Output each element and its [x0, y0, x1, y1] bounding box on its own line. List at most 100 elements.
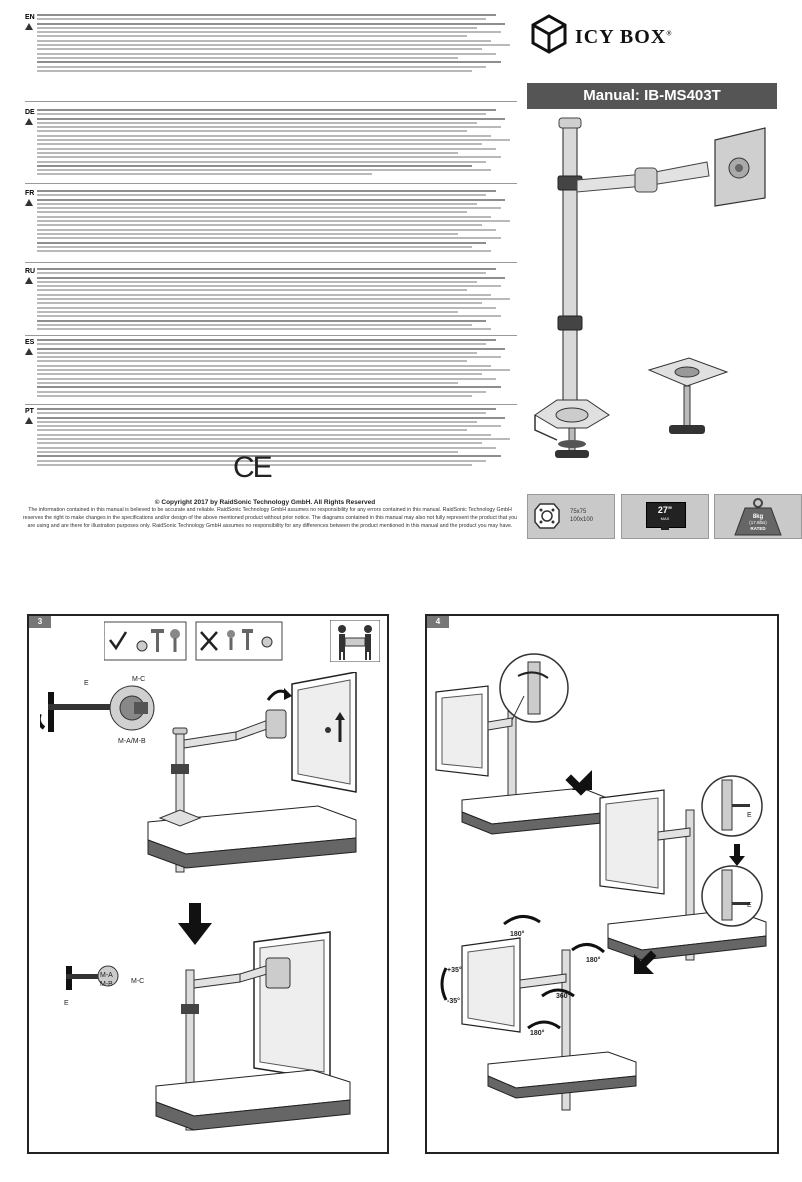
text-line [37, 22, 506, 25]
text-line [37, 18, 487, 21]
text-line [37, 298, 511, 301]
weight-feature-badge: 8kg (17.6lbs) RATED [714, 494, 802, 539]
text-line [37, 381, 458, 384]
two-person-icon [330, 620, 380, 662]
divider [25, 101, 517, 102]
text-line [37, 211, 468, 214]
lang-block-fr: FR [25, 190, 517, 255]
text-line [37, 44, 511, 47]
text-line [37, 31, 501, 34]
text-line [37, 109, 496, 111]
label-ma: M-A [100, 972, 113, 979]
text-line [37, 65, 487, 68]
screen-size-feature-badge: 27" MAX [621, 494, 709, 539]
lang-code: RU [25, 268, 36, 275]
lang-text-lines [37, 339, 515, 399]
text-line [37, 113, 487, 116]
text-line [37, 373, 482, 376]
label-e-top: E [747, 812, 752, 819]
text-line [37, 408, 496, 410]
text-line [37, 14, 496, 16]
lang-code: PT [25, 408, 34, 415]
text-line [37, 446, 496, 449]
text-line [37, 289, 468, 292]
text-line [37, 310, 458, 313]
text-line [37, 438, 511, 441]
text-line [37, 442, 482, 445]
cube-logo-icon [531, 14, 567, 54]
lang-block-pt: PT [25, 408, 517, 466]
text-line [37, 69, 472, 72]
warning-icon [25, 417, 33, 424]
text-line [37, 194, 487, 197]
arrow-down-icon [178, 903, 212, 945]
text-line [37, 139, 511, 142]
lang-code: DE [25, 109, 35, 116]
monitor-icon [646, 502, 686, 528]
text-line [37, 207, 501, 210]
label-180-top: 180° [510, 931, 525, 938]
text-line [37, 173, 372, 176]
text-line [37, 202, 477, 205]
text-line [37, 356, 501, 359]
lang-block-es: ES [25, 339, 517, 401]
text-line [37, 429, 468, 432]
text-line [37, 351, 477, 354]
text-line [37, 328, 492, 331]
label-360: 360° [556, 993, 571, 1000]
text-line [37, 433, 492, 436]
text-line [37, 280, 477, 283]
text-line [37, 412, 487, 415]
monitor-arm-product-image [534, 117, 766, 458]
text-line [37, 143, 482, 146]
step-number: 4 [427, 616, 449, 628]
text-line [37, 394, 472, 397]
text-line [37, 306, 496, 309]
text-line [37, 126, 501, 129]
text-line [37, 386, 501, 389]
text-line [37, 215, 492, 218]
text-line [37, 164, 472, 167]
lang-code: FR [25, 190, 35, 197]
text-line [37, 48, 482, 51]
text-line [37, 151, 458, 154]
divider [25, 183, 517, 184]
text-line [37, 250, 492, 253]
text-line [37, 39, 492, 42]
text-line [37, 455, 501, 458]
step-number: 3 [29, 616, 51, 628]
text-line [37, 272, 487, 275]
text-line [37, 198, 506, 201]
text-line [37, 245, 472, 248]
text-line [37, 276, 506, 279]
divider [25, 335, 517, 336]
label-e-lower: E [64, 1000, 69, 1007]
text-line [37, 26, 477, 29]
weight-icon [734, 498, 782, 536]
text-line [37, 360, 468, 363]
divider [25, 262, 517, 263]
text-line [37, 377, 496, 380]
label-180-right: 180° [586, 957, 601, 964]
lang-text-lines [37, 109, 515, 178]
warning-icon [25, 199, 33, 206]
warning-icon [25, 118, 33, 125]
warning-icon [25, 348, 33, 355]
step3-mount-plate-illustration [40, 672, 357, 873]
lang-block-en: EN [25, 14, 517, 94]
text-line [37, 169, 492, 172]
divider [25, 404, 517, 405]
warning-icon [25, 23, 33, 30]
text-line [37, 61, 501, 64]
text-line [37, 228, 496, 231]
text-line [37, 459, 487, 462]
brand-logo: ICY BOX® [527, 14, 777, 54]
lang-block-ru: RU [25, 268, 517, 332]
disclaimer-text: The information contained in this manual… [22, 507, 518, 529]
copyright-line: © Copyright 2017 by RaidSonic Technology… [154, 499, 376, 506]
lang-code: EN [25, 14, 35, 21]
text-line [37, 343, 487, 346]
text-line [37, 347, 506, 350]
lang-code: ES [25, 339, 35, 346]
text-line [37, 323, 472, 326]
